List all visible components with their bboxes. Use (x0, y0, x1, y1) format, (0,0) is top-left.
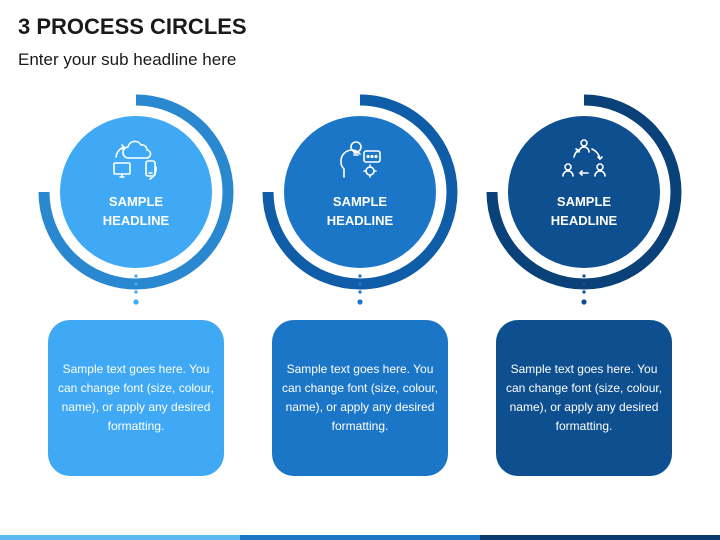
step-3-description: Sample text goes here. You can change fo… (505, 362, 663, 433)
step-1-headline: SAMPLE HEADLINE (66, 192, 206, 230)
step-2-headline-line-1: SAMPLE (332, 194, 388, 209)
cloud-sync-devices-icon (113, 140, 157, 180)
step-1-description: Sample text goes here. You can change fo… (57, 362, 215, 433)
step-2-description: Sample text goes here. You can change fo… (281, 362, 439, 433)
step-3-headline-line-1: SAMPLE (556, 194, 612, 209)
idea-brainstorm-icon (340, 141, 381, 178)
step-1-headline-line-1: SAMPLE (108, 194, 164, 209)
step-3-outer-ring (486, 94, 682, 290)
step-3-headline-line-2: HEADLINE (550, 213, 618, 228)
step-3-headline: SAMPLE HEADLINE (514, 192, 654, 230)
step-2-headline: SAMPLE HEADLINE (290, 192, 430, 230)
bottom-bar-segment-light (0, 535, 240, 540)
step-1-headline-line-2: HEADLINE (102, 213, 170, 228)
bottom-bar-segment-dark (480, 535, 720, 540)
bottom-accent-bar (0, 535, 720, 540)
step-1-circle (38, 94, 234, 290)
step-1-inner-circle (60, 116, 212, 268)
slide-subtitle: Enter your sub headline here (18, 50, 237, 69)
step-2-connector (357, 274, 363, 305)
slide-title: 3 PROCESS CIRCLES (18, 14, 247, 39)
step-3-connector (581, 274, 587, 305)
step-2-inner-circle (284, 116, 436, 268)
step-2-outer-ring (262, 94, 458, 290)
step-3-text-card: Sample text goes here. You can change fo… (496, 320, 672, 476)
step-3-inner-circle (508, 116, 660, 268)
step-1-connector (133, 274, 139, 305)
step-2-circle (262, 94, 458, 290)
step-1-outer-ring (38, 94, 234, 290)
team-cycle-icon (562, 139, 606, 177)
bottom-bar-segment-mid (240, 535, 480, 540)
process-step-3: SAMPLE HEADLINE Sample text goes here. Y… (474, 92, 694, 482)
step-2-text-card: Sample text goes here. You can change fo… (272, 320, 448, 476)
step-2-headline-line-2: HEADLINE (326, 213, 394, 228)
step-1-text-card: Sample text goes here. You can change fo… (48, 320, 224, 476)
step-3-circle (486, 94, 682, 290)
process-step-1: SAMPLE HEADLINE Sample text goes here. Y… (26, 92, 246, 482)
process-step-2: SAMPLE HEADLINE Sample text goes here. Y… (250, 92, 470, 482)
